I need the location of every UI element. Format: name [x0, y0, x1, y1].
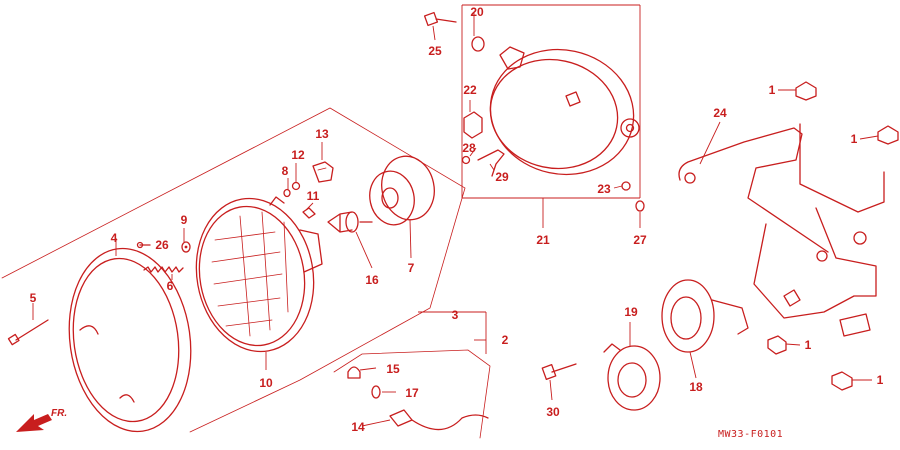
callout-22: 22 — [463, 83, 477, 97]
callout-3: 3 — [451, 308, 459, 322]
case-bolt — [423, 11, 457, 27]
mount-nut — [635, 200, 645, 212]
leader-lines — [32, 4, 879, 427]
callout-14: 14 — [351, 420, 365, 434]
callout-6: 6 — [166, 279, 174, 293]
position-light-grommet — [347, 366, 361, 379]
callout-27: 27 — [633, 233, 647, 247]
mount-bolt — [621, 181, 631, 191]
callout-29: 29 — [495, 170, 509, 184]
diagram-code: MW33-F0101 — [718, 429, 784, 440]
callout-15: 15 — [386, 362, 400, 376]
front-label: FR. — [51, 408, 68, 419]
headlight-bulb — [327, 211, 373, 233]
callout-1: 1 — [804, 338, 812, 352]
headlight-case — [489, 46, 640, 176]
callout-1: 1 — [876, 373, 884, 387]
callout-5: 5 — [29, 291, 37, 305]
case-bracket — [463, 111, 483, 139]
rim-screw — [7, 319, 49, 346]
headlight-unit — [195, 196, 323, 353]
case-collar — [471, 36, 485, 52]
callout-23: 23 — [597, 182, 611, 196]
callout-24: 24 — [713, 106, 727, 120]
socket-cover — [312, 161, 334, 183]
small-grommet — [291, 181, 301, 191]
position-light-socket — [389, 409, 489, 431]
position-light-bulb — [371, 385, 381, 399]
callout-11: 11 — [306, 189, 320, 203]
callout-10: 10 — [259, 376, 273, 390]
bulb-clip — [302, 207, 316, 219]
headlight-rim — [68, 247, 192, 433]
callout-12: 12 — [291, 148, 305, 162]
callout-2: 2 — [501, 333, 509, 347]
callout-8: 8 — [281, 164, 289, 178]
horn-high — [603, 343, 661, 411]
small-washer — [283, 188, 291, 198]
callout-17: 17 — [405, 386, 419, 400]
callout-13: 13 — [315, 127, 329, 141]
callout-16: 16 — [365, 273, 379, 287]
callout-28: 28 — [462, 141, 476, 155]
callout-18: 18 — [689, 380, 703, 394]
rubber-grommet — [767, 81, 899, 391]
headlight-stay — [678, 123, 885, 337]
callout-20: 20 — [470, 5, 484, 19]
callout-21: 21 — [536, 233, 550, 247]
horn-bolt — [541, 363, 577, 380]
front-arrow-icon — [16, 414, 52, 432]
adjust-screw — [136, 241, 151, 249]
bulb-dust-cover — [369, 155, 435, 226]
horn-low — [661, 279, 749, 353]
callout-9: 9 — [180, 213, 188, 227]
callout-25: 25 — [428, 44, 442, 58]
callout-30: 30 — [546, 405, 560, 419]
callout-26: 26 — [155, 238, 169, 252]
position-light-frame — [333, 349, 491, 439]
case-stay-clip — [477, 149, 505, 177]
headlight-group-frame — [1, 107, 466, 433]
callout-4: 4 — [110, 231, 118, 245]
callout-19: 19 — [624, 305, 638, 319]
adjust-spring — [143, 266, 184, 273]
callout-1: 1 — [850, 132, 858, 146]
callout-1: 1 — [768, 83, 776, 97]
callout-7: 7 — [407, 261, 415, 275]
case-screw — [461, 155, 471, 165]
adjust-nut — [181, 241, 191, 253]
